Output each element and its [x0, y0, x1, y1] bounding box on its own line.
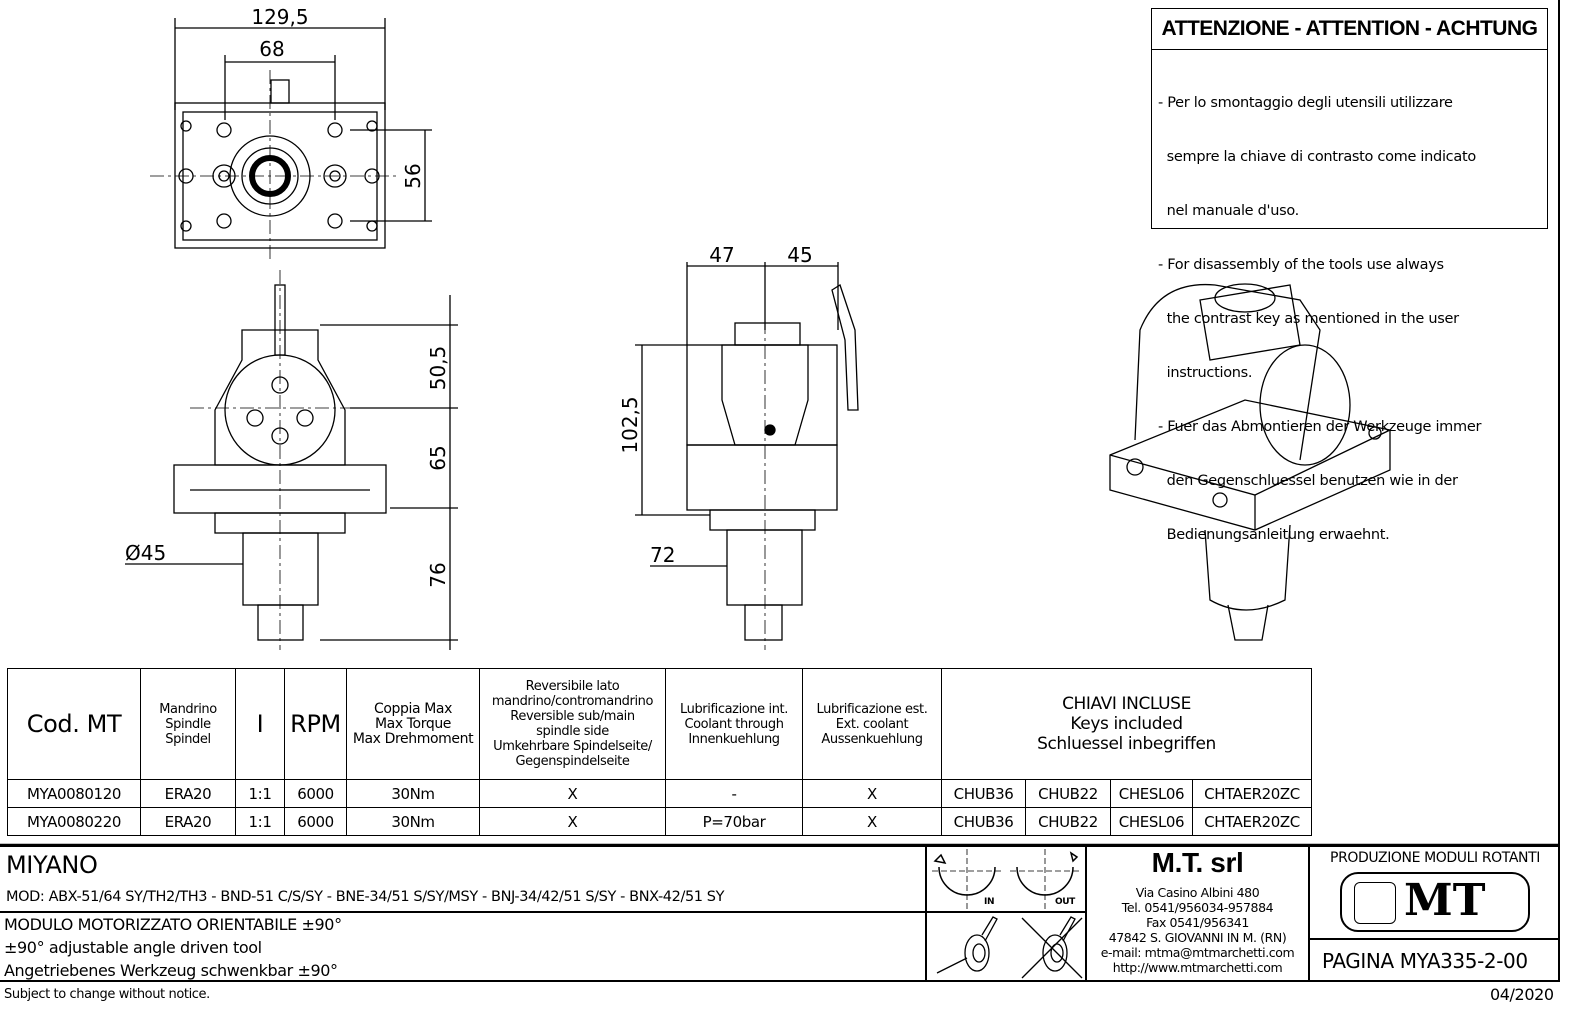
rotation-out-label: OUT — [1055, 897, 1075, 907]
company-name: M.T. srl — [1151, 847, 1244, 878]
dim-front-lower: 76 — [426, 562, 450, 587]
cell-key: CHTAER20ZC — [1192, 779, 1312, 808]
warning-line: sempre la chiave di contrasto come indic… — [1158, 149, 1477, 165]
cell-coolant-int: P=70bar — [665, 807, 803, 836]
dim-side-height: 102,5 — [618, 396, 642, 453]
dim-front-mid: 65 — [426, 445, 450, 470]
dim-side-offset: 72 — [650, 543, 675, 567]
logo-text: MT — [1404, 875, 1486, 926]
machine-block: MIYANO MOD: ABX-51/64 SY/TH2/TH3 - BND-5… — [0, 845, 927, 913]
page-block: PAGINA MYA335-2-00 — [1308, 938, 1560, 982]
header-ratio: I — [235, 668, 285, 780]
dim-side-left: 47 — [709, 243, 734, 267]
side-view: 47 45 102,5 72 — [618, 243, 859, 650]
warning-line: instructions. — [1158, 365, 1253, 381]
machine-models: MOD: ABX-51/64 SY/TH2/TH3 - BND-51 C/S/S… — [6, 889, 725, 905]
company-block: M.T. srl Via Casino Albini 480 Tel. 0541… — [1085, 845, 1310, 982]
cell-reversible: X — [479, 807, 666, 836]
warning-title: ATTENZIONE - ATTENTION - ACHTUNG — [1152, 9, 1547, 50]
top-view: 129,5 68 56 — [150, 5, 432, 260]
page-number: PAGINA MYA335-2-00 — [1322, 949, 1528, 973]
company-website: http://www.mtmarchetti.com — [1112, 960, 1283, 975]
description-it: MODULO MOTORIZZATO ORIENTABILE ±90° — [4, 915, 342, 934]
table-row: MYA0080220 ERA20 1:1 6000 30Nm X P=70bar… — [7, 807, 1312, 836]
cell-torque: 30Nm — [346, 779, 480, 808]
dim-side-right: 45 — [787, 243, 812, 267]
isometric-view — [1109, 283, 1391, 641]
cell-coolant-ext: X — [802, 779, 942, 808]
warning-line: den Gegenschluessel benutzen wie in der — [1158, 473, 1458, 489]
rotation-direction-icon — [932, 849, 1082, 909]
cell-key: CHTAER20ZC — [1192, 807, 1312, 836]
cell-ratio: 1:1 — [235, 779, 285, 808]
logo-block: PRODUZIONE MODULI ROTANTI MT — [1308, 845, 1560, 940]
cell-torque: 30Nm — [346, 807, 480, 836]
rotation-in-label: IN — [984, 897, 995, 907]
production-label: PRODUZIONE MODULI ROTANTI — [1330, 850, 1540, 866]
cell-reversible: X — [479, 779, 666, 808]
company-email: e-mail: mtma@mtmarchetti.com — [1100, 945, 1295, 960]
dim-top-height: 56 — [401, 163, 425, 188]
footer-date: 04/2020 — [1490, 985, 1554, 1004]
cell-key: CHUB22 — [1025, 779, 1111, 808]
description-block: MODULO MOTORIZZATO ORIENTABILE ±90° ±90°… — [0, 911, 927, 982]
cell-spindle: ERA20 — [140, 779, 236, 808]
cell-key: CHUB22 — [1025, 807, 1111, 836]
dim-top-inner: 68 — [259, 37, 284, 61]
warning-line: nel manuale d'uso. — [1158, 203, 1300, 219]
front-view: 50,5 65 76 Ø45 — [125, 270, 458, 650]
cell-rpm: 6000 — [284, 807, 347, 836]
table-row: MYA0080120 ERA20 1:1 6000 30Nm X - X CHU… — [7, 779, 1312, 808]
description-en: ±90° adjustable angle driven tool — [4, 938, 262, 957]
cell-key: CHUB36 — [941, 807, 1026, 836]
cell-ratio: 1:1 — [235, 807, 285, 836]
cell-coolant-ext: X — [802, 807, 942, 836]
cell-code: MYA0080120 — [7, 779, 141, 808]
warning-body: - Per lo smontaggio degli utensili utili… — [1152, 50, 1547, 588]
cell-key: CHESL06 — [1110, 807, 1193, 836]
warning-line: - Fuer das Abmontieren der Werkzeuge imm… — [1158, 419, 1482, 435]
dim-front-diameter: Ø45 — [125, 541, 166, 565]
warning-line: - Per lo smontaggio degli utensili utili… — [1158, 95, 1453, 111]
footer-notice: Subject to change without notice. — [4, 987, 210, 1002]
dim-top-width: 129,5 — [251, 5, 308, 29]
wrench-icon — [936, 916, 1083, 979]
warning-line: Bedienungsanleitung erwaehnt. — [1158, 527, 1390, 543]
rotation-icons: IN OUT — [925, 845, 1087, 913]
cell-coolant-int: - — [665, 779, 803, 808]
company-address: Via Casino Albini 480 Tel. 0541/956034-9… — [1087, 885, 1308, 975]
header-rpm: RPM — [284, 668, 347, 780]
header-code: Cod. MT — [7, 668, 141, 780]
warning-box: ATTENZIONE - ATTENTION - ACHTUNG - Per l… — [1151, 8, 1548, 543]
key-usage-icons — [925, 911, 1087, 982]
dim-front-upper: 50,5 — [426, 346, 450, 391]
description-de: Angetriebenes Werkzeug schwenkbar ±90° — [4, 961, 338, 980]
warning-line: - For disassembly of the tools use alway… — [1158, 257, 1444, 273]
cell-rpm: 6000 — [284, 779, 347, 808]
cell-key: CHUB36 — [941, 779, 1026, 808]
cell-code: MYA0080220 — [7, 807, 141, 836]
machine-name: MIYANO — [6, 851, 98, 879]
logo-module-icon — [1354, 882, 1396, 924]
cell-key: CHESL06 — [1110, 779, 1193, 808]
warning-line: the contrast key as mentioned in the use… — [1158, 311, 1459, 327]
cell-spindle: ERA20 — [140, 807, 236, 836]
mt-logo: MT — [1340, 872, 1530, 932]
